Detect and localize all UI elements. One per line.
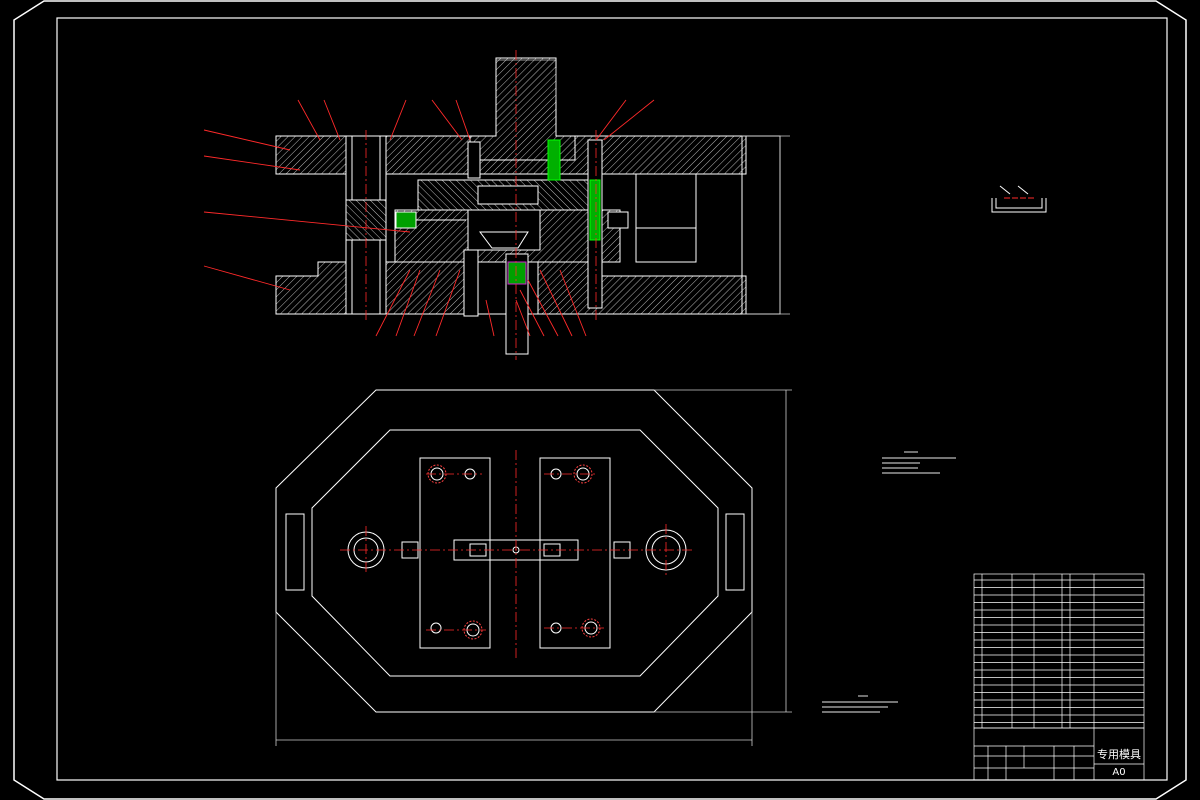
drawing-title: 专用模具: [1097, 747, 1141, 761]
section-view: [203, 50, 790, 360]
inner-outline: [311, 429, 719, 677]
plan-view: [275, 389, 792, 746]
sheet-size: A0: [1112, 767, 1125, 778]
base-outline: [275, 389, 753, 713]
tech-notes-right: [882, 451, 956, 474]
bom-table: [973, 573, 1145, 729]
right-block: [635, 173, 697, 263]
title-block: [973, 727, 1145, 781]
pad-right: [539, 457, 611, 649]
tech-notes-bottom: [822, 695, 898, 713]
sheet-border: [13, 0, 1187, 800]
pad-left: [419, 457, 491, 649]
part-sketch: [991, 185, 1047, 213]
